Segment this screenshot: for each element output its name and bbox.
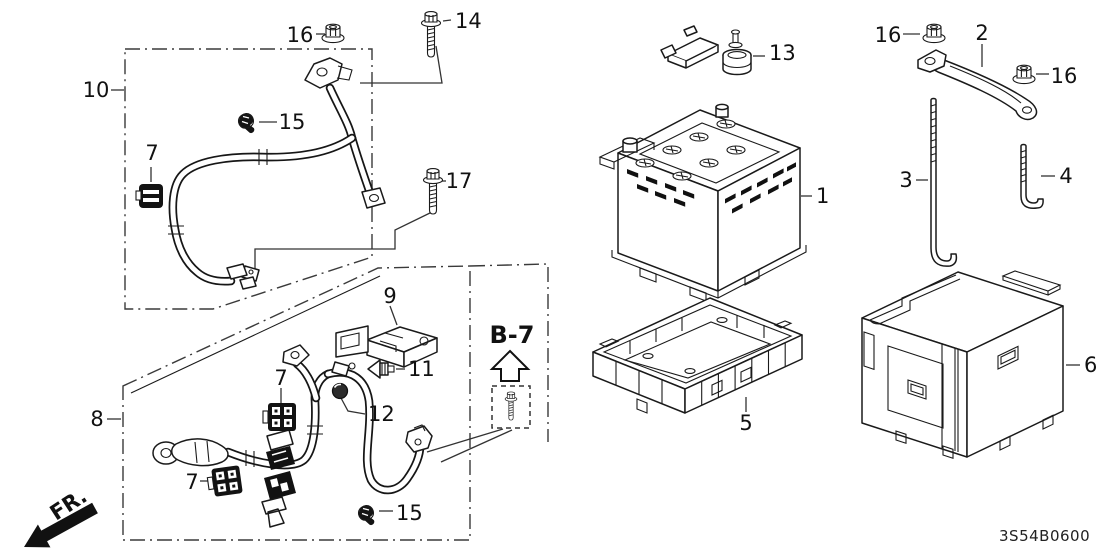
wing-clip-11	[367, 359, 395, 379]
callout-7b: 7	[274, 366, 287, 390]
perspective-line	[130, 275, 381, 394]
battery-terminal-13	[660, 25, 752, 76]
ground-cable	[168, 57, 386, 290]
callout-10: 10	[83, 78, 110, 102]
callout-1: 1	[816, 184, 829, 208]
cable-group-box	[122, 265, 471, 541]
b7-reference	[489, 349, 531, 429]
washer-bolt-14	[420, 11, 442, 58]
battery-vent-slots	[627, 162, 796, 214]
battery-caps	[635, 119, 746, 181]
callout-9: 9	[383, 284, 396, 308]
b7-corridor-edge	[469, 263, 549, 442]
callout-16b: 16	[875, 23, 902, 47]
callout-3: 3	[899, 168, 912, 192]
callout-12: 12	[368, 402, 395, 426]
fr-arrow	[24, 502, 98, 548]
callout-14: 14	[455, 9, 482, 33]
sensor-nut-12	[331, 382, 349, 400]
callout-15a: 15	[279, 110, 306, 134]
flange-nut-16b	[922, 23, 946, 44]
callout-8: 8	[90, 407, 103, 431]
callout-17: 17	[446, 169, 473, 193]
front-direction-marker	[24, 502, 98, 548]
b7-up-arrow	[489, 349, 531, 382]
callout-5: 5	[739, 411, 752, 435]
callout-4: 4	[1059, 164, 1072, 188]
harness-clip-15a	[237, 112, 255, 134]
b7-bolt	[504, 391, 518, 421]
battery-box	[861, 270, 1064, 460]
drawing-code: 3S54B0600	[999, 527, 1090, 545]
b7-bolt-box	[491, 385, 531, 429]
callout-13: 13	[769, 41, 796, 65]
connector-7-low	[205, 464, 244, 499]
flange-nut-16c	[1012, 64, 1036, 85]
hold-down-plate	[917, 49, 1038, 121]
hold-down-rod-long	[930, 97, 958, 267]
hold-down-rod-short	[1020, 143, 1044, 209]
leader-lines	[107, 19, 1080, 512]
callout-11: 11	[408, 357, 435, 381]
battery	[598, 103, 807, 302]
cable-assembly	[152, 344, 433, 528]
washer-bolt-17	[422, 168, 444, 215]
harness-clip-15b	[357, 504, 375, 526]
connector-7-mid	[262, 402, 297, 432]
flange-nut-16a	[321, 23, 345, 44]
callout-16c: 16	[1051, 64, 1078, 88]
b7-label: B-7	[490, 321, 535, 349]
callout-7a: 7	[145, 141, 158, 165]
battery-tray	[592, 297, 803, 414]
grommet-7	[135, 184, 163, 208]
callout-7c: 7	[185, 470, 198, 494]
callout-2: 2	[975, 21, 988, 45]
battery-sensor	[335, 325, 438, 368]
callout-16a: 16	[287, 23, 314, 47]
battery-posts	[622, 103, 729, 153]
callout-15b: 15	[396, 501, 423, 525]
callout-6: 6	[1084, 353, 1097, 377]
